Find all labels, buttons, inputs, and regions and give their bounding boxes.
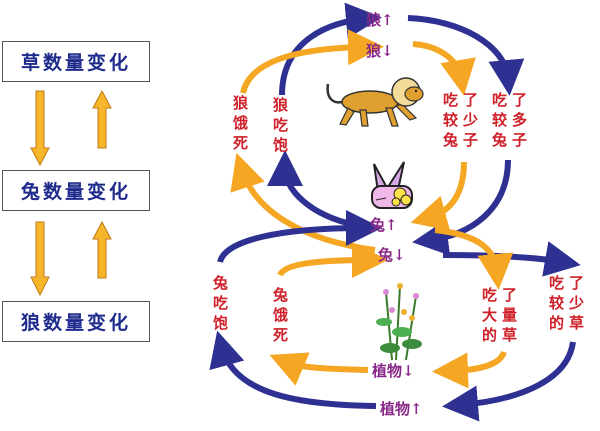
plant-icon (376, 283, 422, 361)
down-arrow-grass-to-rabbit (30, 89, 112, 297)
wolf-up-node: 狼↑ (366, 11, 394, 29)
ate-much-grass-label: 吃 大 的 了 量 草 (482, 286, 518, 344)
rabbit-down-node: 兔↓ (378, 246, 406, 264)
rabbit-icon (371, 161, 413, 209)
ate-fewer-rabbits-label: 吃 较 兔 了 少 子 (443, 91, 479, 149)
wolf-down-node: 狼↓ (366, 42, 394, 60)
wolf-icon (326, 77, 424, 127)
rabbit-starve-label: 兔 饿 死 (273, 286, 289, 344)
wolf-starve-label: 狼 饿 死 (233, 94, 249, 152)
ate-more-rabbits-label: 吃 较 兔 了 多 子 (492, 91, 528, 149)
wolf-count-change-box: 狼数量变化 (2, 301, 150, 342)
grass-count-change-box: 草数量变化 (2, 41, 150, 82)
plant-up-node: 植物↑ (380, 400, 423, 418)
wolf-full-label: 狼 吃 饱 (273, 96, 289, 154)
rabbit-count-change-box: 兔数量变化 (2, 170, 150, 211)
plant-down-node: 植物↓ (372, 362, 415, 380)
rabbit-up-node: 兔↑ (370, 216, 398, 234)
ate-less-grass-label: 吃 较 的 了 少 草 (549, 274, 585, 332)
rabbit-full-label: 兔 吃 饱 (213, 274, 229, 332)
